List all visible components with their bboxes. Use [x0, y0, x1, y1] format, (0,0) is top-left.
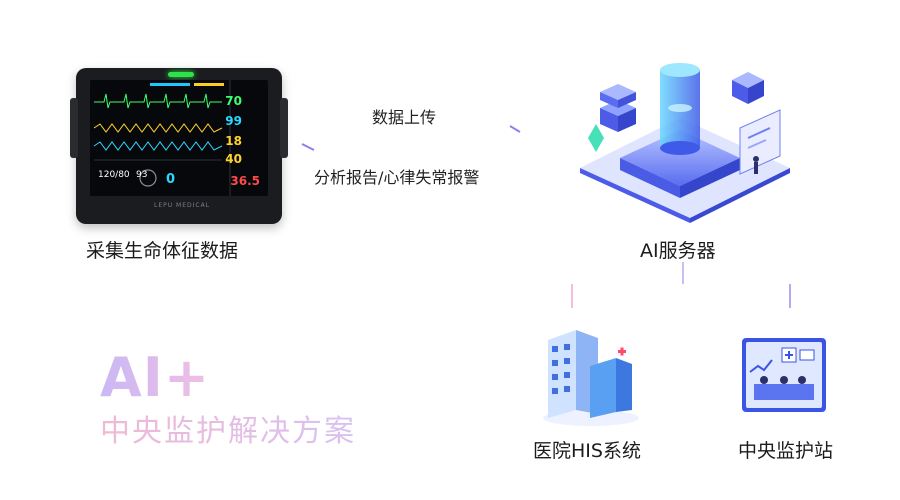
bidirectional-arrows — [301, 125, 521, 151]
monitor-brand: LEPU MEDICAL — [154, 202, 211, 209]
upload-label: 数据上传 — [372, 108, 437, 127]
his-label: 医院HIS系统 — [533, 440, 641, 462]
upload-arrow — [302, 125, 521, 133]
temperature-value: 36.5 — [230, 174, 260, 188]
central-station-icon — [742, 338, 826, 412]
hospital-building-icon — [543, 330, 639, 426]
station-label: 中央监护站 — [738, 440, 834, 462]
server-branch-connector — [571, 262, 791, 308]
ai-server-illustration — [580, 63, 790, 223]
pr-value: 93 — [136, 170, 148, 180]
monitor-waveforms — [93, 80, 231, 196]
ibp-value: 0 — [166, 172, 176, 187]
monitor-bezel-bottom: LEPU MEDICAL — [90, 198, 268, 216]
report-arrow — [301, 143, 520, 151]
banner-solution-title: 中央监护解决方案 — [100, 406, 356, 450]
heart-rate-value: 70 — [225, 94, 242, 108]
spo2-value: 99 — [225, 114, 242, 128]
monitor-screen: 70 99 18 40 36.5 0 120/80 93 — [90, 80, 268, 196]
nibp-value: 120/80 — [98, 170, 130, 180]
report-label: 分析报告/心律失常报警 — [314, 168, 480, 187]
monitor-left-handle — [70, 98, 78, 158]
monitor-status-led — [168, 72, 194, 77]
etco2-value: 40 — [225, 152, 242, 166]
server-label: AI服务器 — [640, 240, 716, 262]
monitor-right-handle — [280, 98, 288, 158]
patient-monitor-device: 70 99 18 40 36.5 0 120/80 93 LEPU MEDICA… — [70, 68, 288, 224]
resp-value: 18 — [225, 134, 242, 148]
monitor-label: 采集生命体征数据 — [86, 240, 239, 262]
banner-ai-plus: AI+ — [100, 346, 211, 409]
